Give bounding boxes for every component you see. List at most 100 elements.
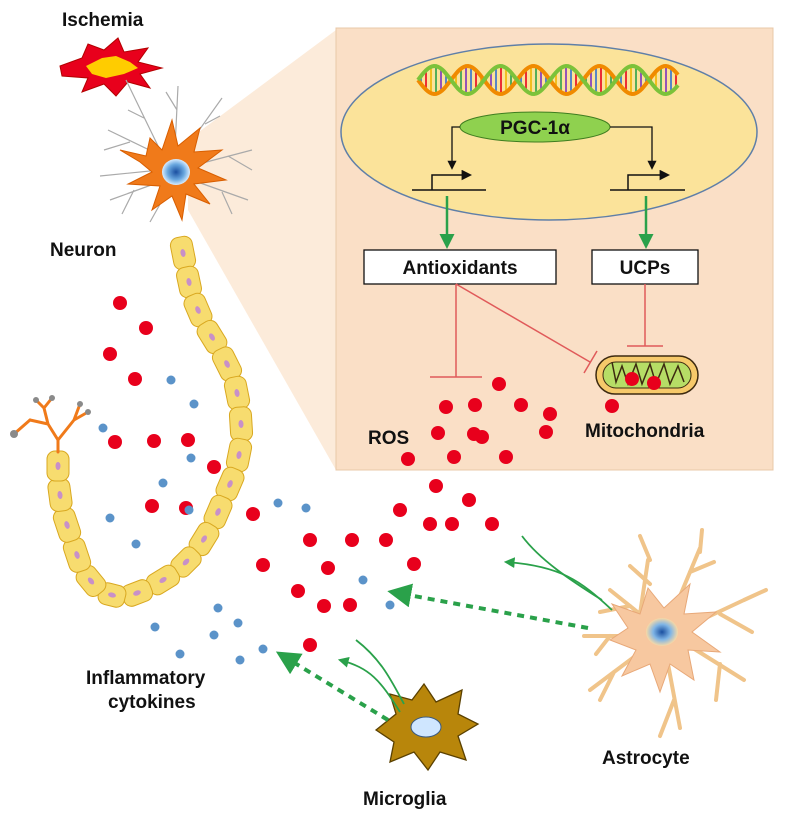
ischemia-burst-core (86, 56, 138, 78)
ros-dot (543, 407, 557, 421)
myelin-segment (183, 292, 213, 328)
ros-dot (317, 599, 331, 613)
ros-dot (647, 376, 661, 390)
ros-dot (423, 517, 437, 531)
ros-dot (379, 533, 393, 547)
cytokine-dot (184, 505, 194, 515)
ros-dot (625, 372, 639, 386)
axon-terminal-icon (12, 396, 90, 454)
terminal-boutons (10, 395, 91, 438)
ucps-label: UCPs (620, 258, 671, 279)
cytokine-release-arrows (275, 583, 589, 722)
promoter-arrow-icon (412, 169, 486, 191)
cytokine-dot (301, 503, 311, 513)
ros-dot (147, 434, 161, 448)
cytokine-dot (209, 630, 219, 640)
ros-dot (103, 347, 117, 361)
myelin-segment (228, 406, 254, 442)
ros-dot (108, 435, 122, 449)
ros-dot (429, 479, 443, 493)
ros-dot (462, 493, 476, 507)
microglia-label: Microglia (363, 789, 447, 810)
ros-dot (445, 517, 459, 531)
cytokine-particles (98, 375, 395, 665)
antioxidants-label: Antioxidants (402, 258, 517, 279)
pgc-to-right-promoter (610, 126, 657, 170)
ros-dot (345, 533, 359, 547)
ros-dot (475, 430, 489, 444)
axon-myelin (46, 235, 254, 608)
myelin-segment (145, 564, 181, 596)
ros-dot (539, 425, 553, 439)
pgc-label: PGC-1α (500, 118, 570, 139)
dna-helix-icon (416, 63, 680, 97)
myelin-segment (169, 235, 197, 271)
cytokine-dot (158, 478, 168, 488)
cytokine-dot (213, 603, 223, 613)
ros-dot (145, 499, 159, 513)
ros-dot (447, 450, 461, 464)
neuron-label: Neuron (50, 240, 117, 261)
ucps-box (591, 249, 699, 285)
ros-dot (401, 452, 415, 466)
cytokine-dot (105, 513, 115, 523)
ros-dot (128, 372, 142, 386)
inflammatory-label-line2: cytokines (108, 692, 196, 713)
mitochondrion-icon (595, 355, 699, 395)
ischemia-label: Ischemia (62, 10, 144, 31)
cytokine-dot (273, 498, 283, 508)
ros-label: ROS (368, 428, 409, 449)
ros-dot (439, 400, 453, 414)
ros-dot (303, 533, 317, 547)
dna-strand (416, 63, 680, 97)
ros-dot (605, 399, 619, 413)
ros-feedback-arrows (337, 535, 613, 713)
ros-dot (468, 398, 482, 412)
myelin-segment (223, 375, 251, 411)
cytokine-dot (189, 399, 199, 409)
cytokine-dot (358, 575, 368, 585)
ros-dot (514, 398, 528, 412)
astrocyte-label: Astrocyte (602, 748, 690, 769)
ros-dot (139, 321, 153, 335)
ros-dot (181, 433, 195, 447)
callout-wedge (188, 30, 336, 470)
myelin-segment (47, 478, 73, 512)
astrocyte-cell-icon (582, 528, 768, 738)
myelin-segment (203, 494, 233, 530)
neuron-cell-icon (99, 79, 253, 223)
pgc-to-left-promoter (447, 126, 460, 170)
ros-dot (207, 460, 221, 474)
mitochondria-label: Mitochondria (585, 421, 705, 442)
ros-dot (485, 517, 499, 531)
ros-dot (492, 377, 506, 391)
ros-dot (256, 558, 270, 572)
cytokine-dot (131, 539, 141, 549)
ros-dot (113, 296, 127, 310)
myelin-segment (75, 565, 107, 597)
cytokine-dot (233, 618, 243, 628)
cytokine-dot (175, 649, 185, 659)
ros-dot (321, 561, 335, 575)
promoter-arrow-icon (610, 169, 685, 191)
ros-particles (103, 296, 661, 652)
ros-dot (303, 638, 317, 652)
cytokine-dot (98, 423, 108, 433)
cytokine-dot (258, 644, 268, 654)
ros-dot (246, 507, 260, 521)
antioxidants-box (363, 249, 557, 285)
cytokine-dot (166, 375, 176, 385)
dna-strand (416, 63, 680, 97)
ros-dot (393, 503, 407, 517)
ros-dot (407, 557, 421, 571)
inhibition-lines (430, 283, 663, 378)
myelin-segment (46, 450, 70, 482)
myelin-segment (62, 537, 92, 573)
microglia-cell-icon (374, 682, 480, 772)
myelin-segment (52, 507, 82, 543)
ros-dot (291, 584, 305, 598)
myelin-segment (188, 521, 220, 557)
ros-dot (343, 598, 357, 612)
cytokine-dot (186, 453, 196, 463)
